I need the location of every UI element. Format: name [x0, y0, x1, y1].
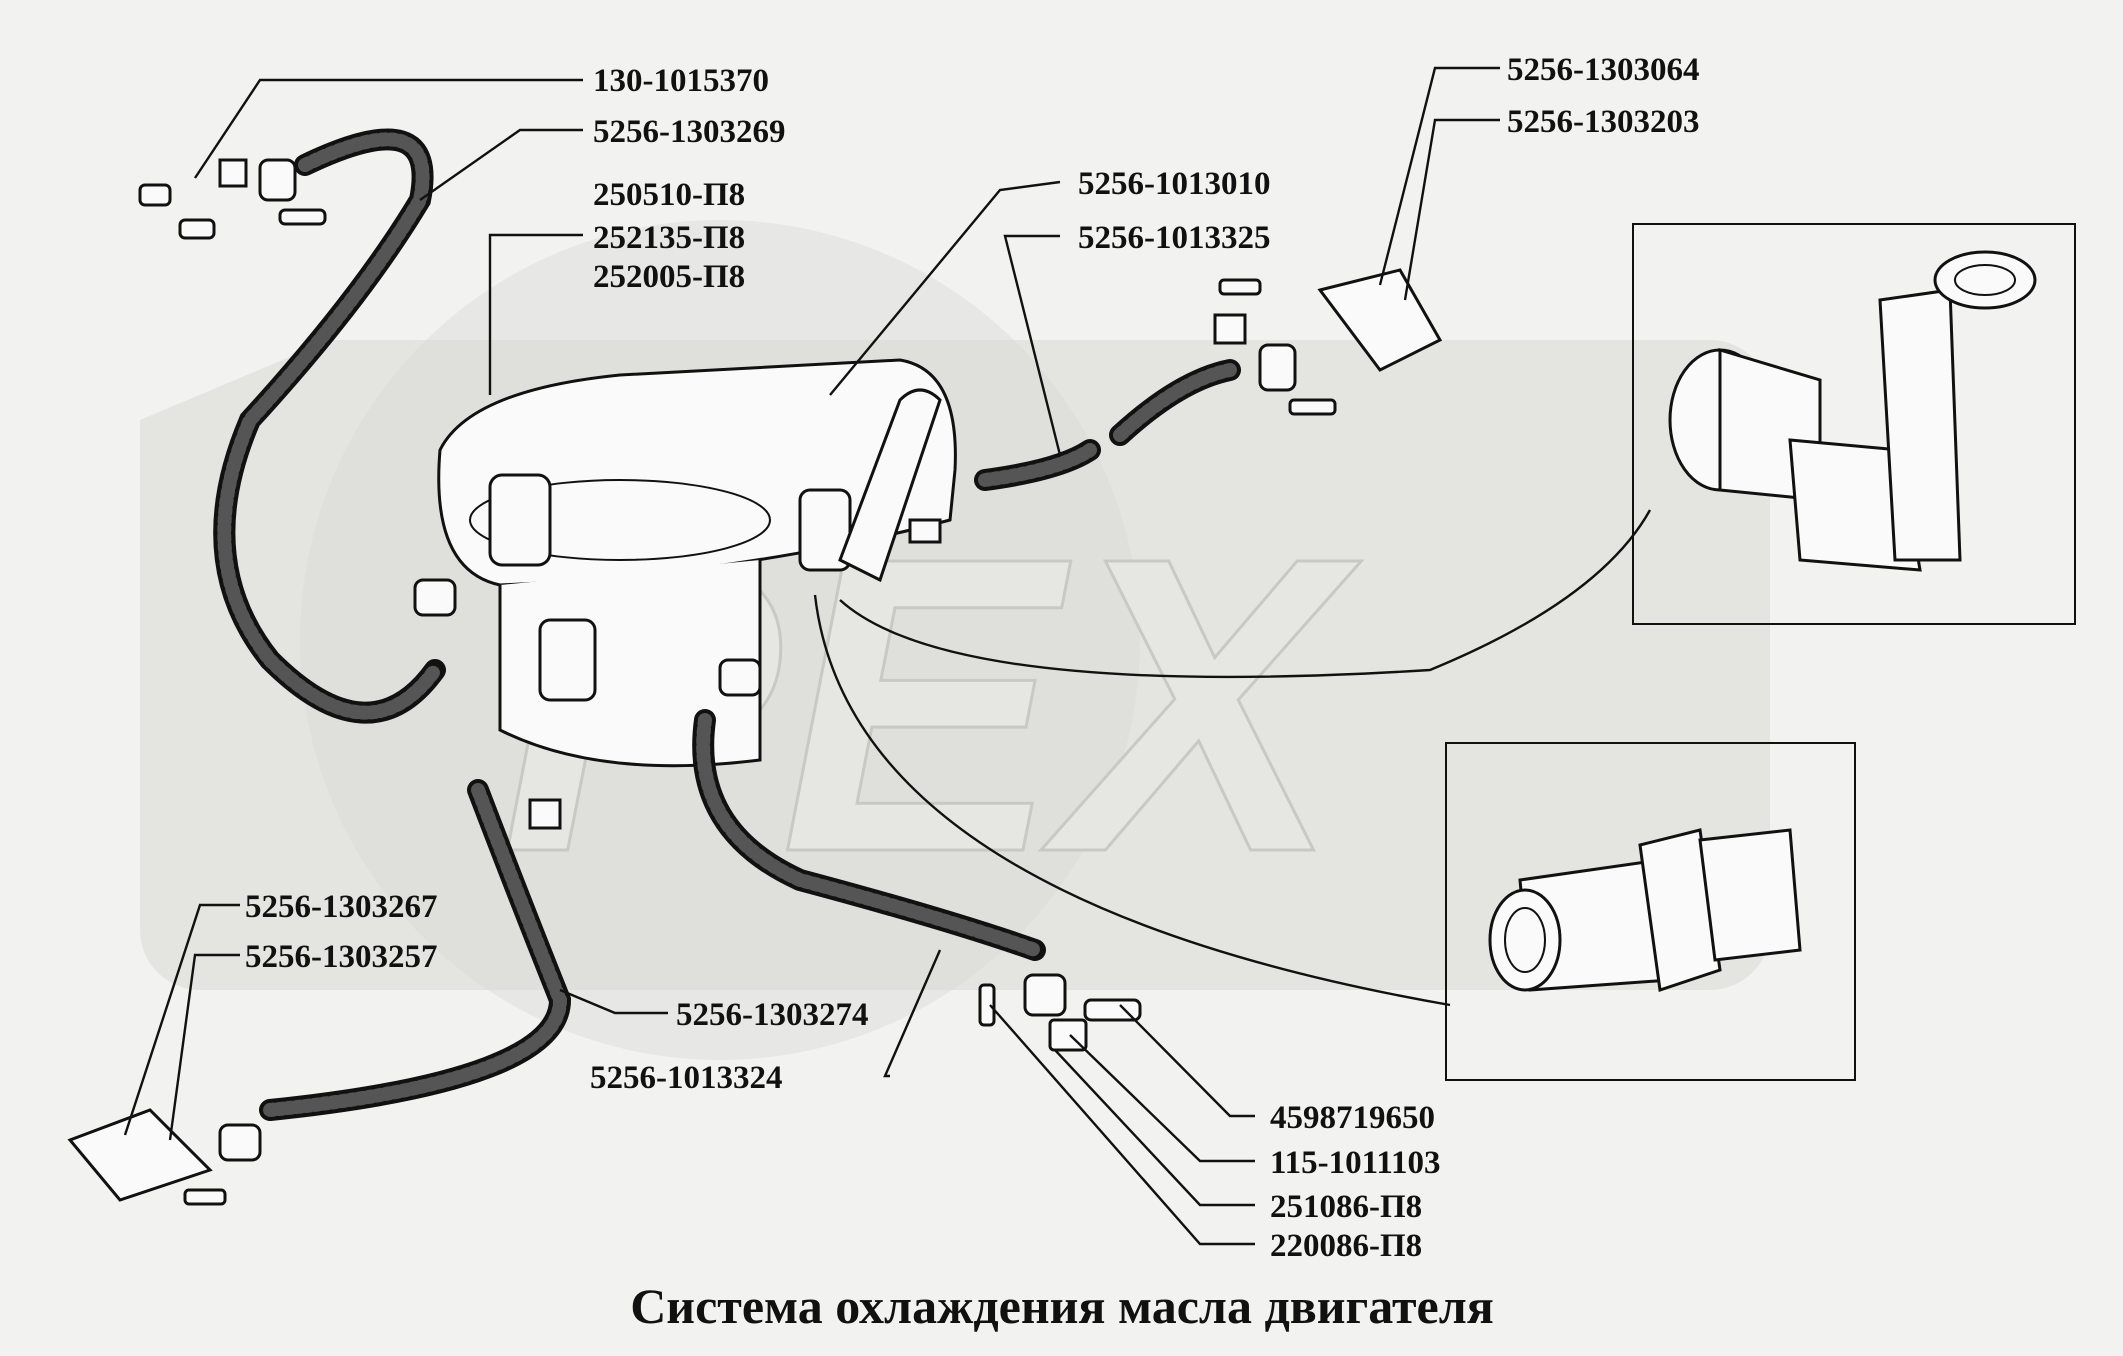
label-220086-p8: 220086-П8 [1270, 1228, 1422, 1264]
label-5256-1303257: 5256-1303257 [245, 939, 438, 975]
label-4598719650: 4598719650 [1270, 1100, 1435, 1136]
hoses [213, 128, 1241, 1121]
elbow-fitting-detail [1668, 250, 2037, 572]
label-250510-p8: 250510-П8 [593, 177, 745, 213]
label-5256-1303274: 5256-1303274 [676, 997, 869, 1033]
label-5256-1013325: 5256-1013325 [1078, 220, 1271, 256]
diagram-title: Система охлаждения масла двигателя [630, 1278, 1494, 1334]
hardware-parts [67, 158, 1443, 1206]
inset-box-elbow [1632, 223, 2076, 625]
label-5256-1303269: 5256-1303269 [593, 114, 786, 150]
label-5256-1303064: 5256-1303064 [1507, 52, 1700, 88]
label-5256-1303203: 5256-1303203 [1507, 104, 1700, 140]
oil-tank [437, 358, 957, 768]
label-5256-1013324: 5256-1013324 [590, 1060, 783, 1096]
label-251086-p8: 251086-П8 [1270, 1189, 1422, 1225]
inset-box-fitting [1445, 742, 1856, 1081]
label-130-1015370: 130-1015370 [593, 63, 769, 99]
straight-fitting-detail [1488, 828, 1802, 992]
label-5256-1013010: 5256-1013010 [1078, 166, 1271, 202]
label-252005-p8: 252005-П8 [593, 259, 745, 295]
leader-lines [123, 66, 1652, 1246]
part-labels: 130-1015370 5256-1303269 250510-П8 25213… [245, 52, 1700, 1264]
label-5256-1303267: 5256-1303267 [245, 889, 438, 925]
label-252135-p8: 252135-П8 [593, 220, 745, 256]
label-115-1011103: 115-1011103 [1270, 1145, 1441, 1181]
heat-exchanger [838, 388, 942, 583]
